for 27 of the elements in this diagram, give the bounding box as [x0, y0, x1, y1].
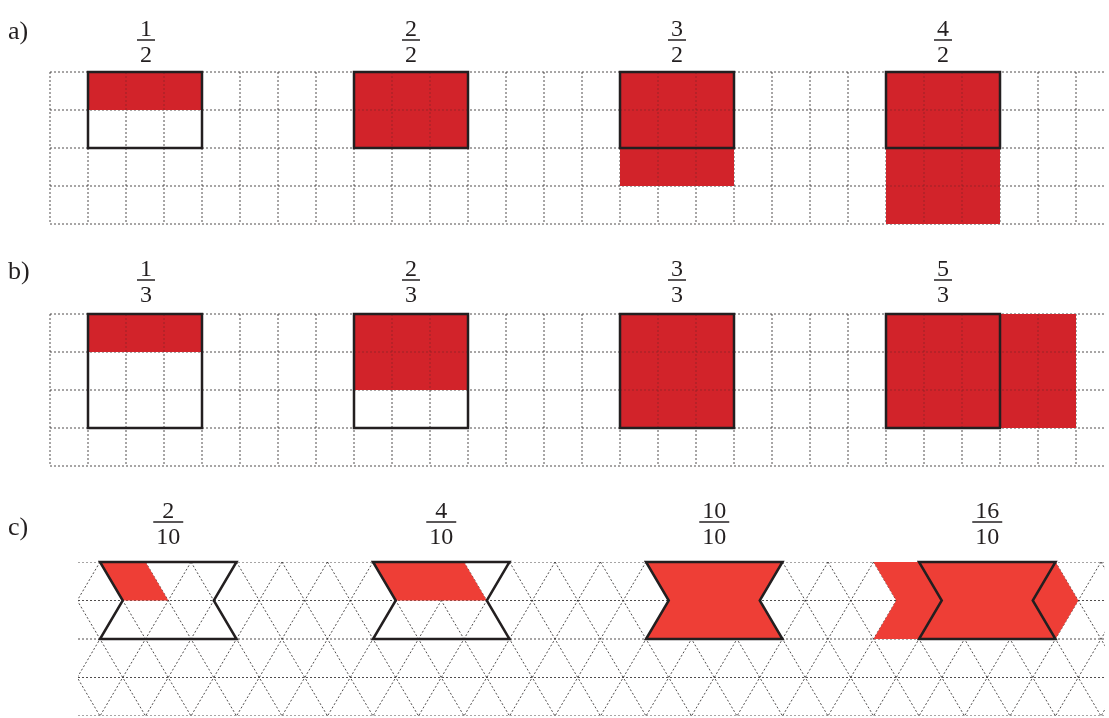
fraction-numerator: 3: [671, 16, 683, 40]
fraction-numerator: 3: [671, 256, 683, 280]
fraction-numerator: 4: [937, 16, 949, 40]
fraction-denominator: 10: [702, 524, 727, 548]
fraction-denominator: 2: [671, 42, 683, 66]
fraction-denominator: 10: [156, 524, 181, 548]
fraction-denominator: 3: [405, 282, 417, 306]
fraction-numerator: 1: [140, 16, 152, 40]
fraction-denominator: 3: [937, 282, 949, 306]
fraction-denominator: 3: [671, 282, 683, 306]
fraction-numerator: 1: [140, 256, 152, 280]
fraction-numerator: 2: [162, 498, 175, 522]
row-label: c): [8, 514, 29, 540]
fraction-numerator: 16: [975, 498, 1000, 522]
fraction-denominator: 2: [140, 42, 152, 66]
row-label: a): [8, 18, 29, 44]
fraction-numerator: 2: [405, 256, 417, 280]
fraction-numerator: 4: [435, 498, 448, 522]
fraction-denominator: 2: [405, 42, 417, 66]
fraction-numerator: 5: [937, 256, 949, 280]
fraction-numerator: 10: [702, 498, 727, 522]
fraction-denominator: 2: [937, 42, 949, 66]
fraction-denominator: 10: [975, 524, 1000, 548]
row-label: b): [8, 258, 30, 284]
fraction-numerator: 2: [405, 16, 417, 40]
fraction-denominator: 3: [140, 282, 152, 306]
fraction-denominator: 10: [429, 524, 454, 548]
